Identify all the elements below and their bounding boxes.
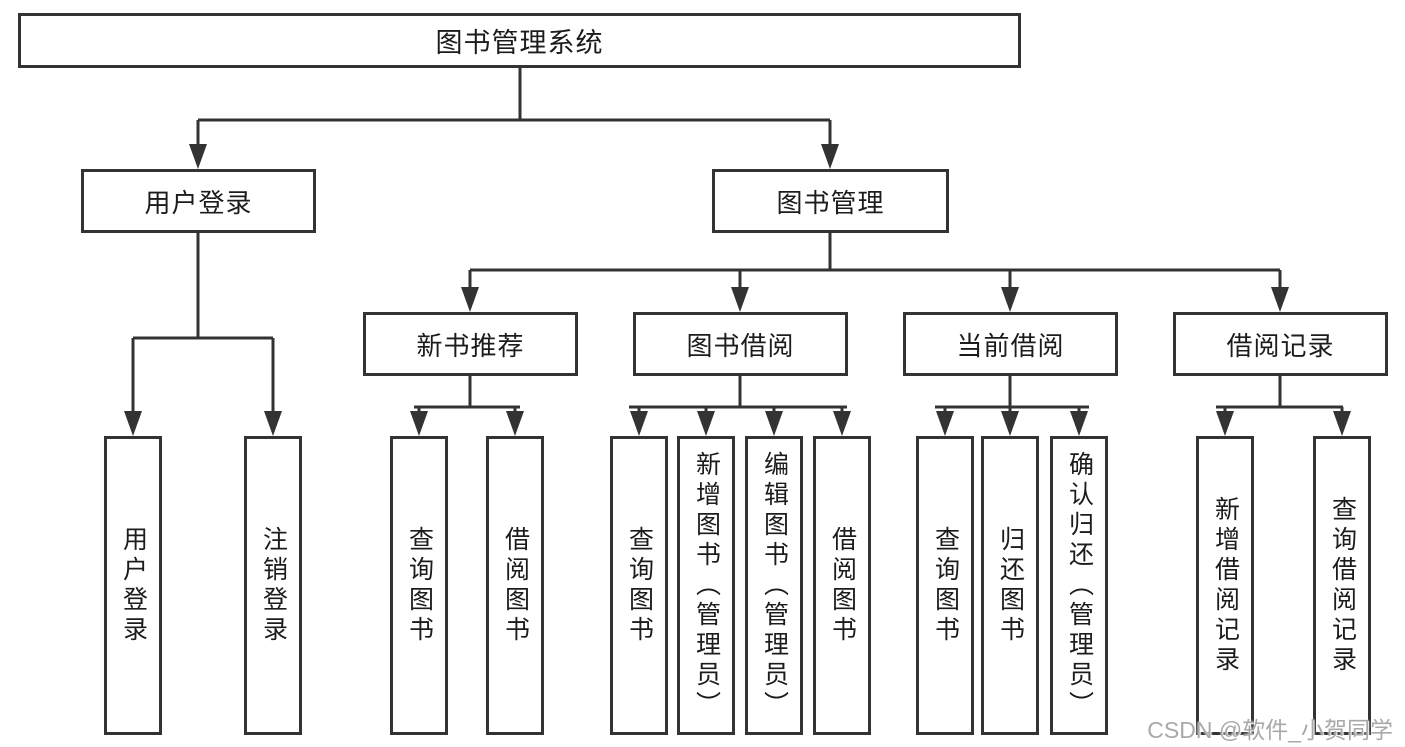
leaf-borrow-books-borrow: 借阅图书 bbox=[813, 436, 871, 735]
connector-newrec-split bbox=[414, 376, 520, 414]
leaf-borrow-books-newrec-label: 借阅图书 bbox=[501, 525, 530, 646]
leaf-add-borrow-record-label: 新增借阅记录 bbox=[1211, 495, 1240, 676]
leaf-logout-label: 注销登录 bbox=[259, 525, 288, 646]
leaf-logout: 注销登录 bbox=[244, 436, 302, 735]
leaf-add-book-admin-label: 新增图书（管理员） bbox=[692, 450, 721, 721]
connector-bookmgmt-split bbox=[468, 233, 1282, 290]
connector-currentborrow-split bbox=[935, 376, 1089, 414]
leaf-return-books: 归还图书 bbox=[981, 436, 1039, 735]
csdn-watermark: CSDN @软件_小贺同学 bbox=[1147, 717, 1393, 743]
node-borrow-records-label: 借阅记录 bbox=[1226, 330, 1335, 361]
leaf-query-books-borrow-label: 查询图书 bbox=[625, 525, 654, 646]
node-book-borrowing: 图书借阅 bbox=[633, 312, 848, 376]
leaf-confirm-return-admin-label: 确认归还（管理员） bbox=[1065, 450, 1094, 721]
leaf-borrow-books-borrow-label: 借阅图书 bbox=[828, 525, 857, 646]
leaf-return-books-label: 归还图书 bbox=[996, 525, 1025, 646]
connector-login-split bbox=[131, 233, 275, 414]
leaf-query-books-current-label: 查询图书 bbox=[931, 525, 960, 646]
node-library-system-label: 图书管理系统 bbox=[435, 28, 604, 58]
node-current-borrowing-label: 当前借阅 bbox=[956, 330, 1065, 361]
leaf-borrow-books-newrec: 借阅图书 bbox=[486, 436, 544, 735]
leaf-query-books-borrow: 查询图书 bbox=[610, 436, 668, 735]
node-new-book-recommend: 新书推荐 bbox=[363, 312, 578, 376]
leaf-query-books-newrec-label: 查询图书 bbox=[405, 525, 434, 646]
node-borrow-records: 借阅记录 bbox=[1173, 312, 1388, 376]
leaf-user-login: 用户登录 bbox=[104, 436, 162, 735]
leaf-confirm-return-admin: 确认归还（管理员） bbox=[1050, 436, 1108, 735]
node-library-system: 图书管理系统 bbox=[18, 13, 1021, 68]
leaf-query-borrow-record-label: 查询借阅记录 bbox=[1328, 495, 1357, 676]
node-book-management: 图书管理 bbox=[712, 169, 949, 233]
node-user-login: 用户登录 bbox=[81, 169, 316, 233]
connector-root-split bbox=[196, 68, 832, 147]
node-user-login-label: 用户登录 bbox=[144, 187, 253, 218]
leaf-edit-book-admin: 编辑图书（管理员） bbox=[745, 436, 803, 735]
node-book-borrowing-label: 图书借阅 bbox=[686, 330, 795, 361]
leaf-add-borrow-record: 新增借阅记录 bbox=[1196, 436, 1254, 735]
connector-records-split bbox=[1216, 376, 1344, 414]
leaf-query-borrow-record: 查询借阅记录 bbox=[1313, 436, 1371, 735]
leaf-query-books-newrec: 查询图书 bbox=[390, 436, 448, 735]
leaf-query-books-current: 查询图书 bbox=[916, 436, 974, 735]
connector-bookborrow-split bbox=[629, 376, 847, 414]
node-new-book-recommend-label: 新书推荐 bbox=[416, 330, 525, 361]
leaf-edit-book-admin-label: 编辑图书（管理员） bbox=[760, 450, 789, 721]
leaf-add-book-admin: 新增图书（管理员） bbox=[677, 436, 735, 735]
leaf-user-login-label: 用户登录 bbox=[119, 525, 148, 646]
node-current-borrowing: 当前借阅 bbox=[903, 312, 1118, 376]
node-book-management-label: 图书管理 bbox=[776, 187, 885, 218]
